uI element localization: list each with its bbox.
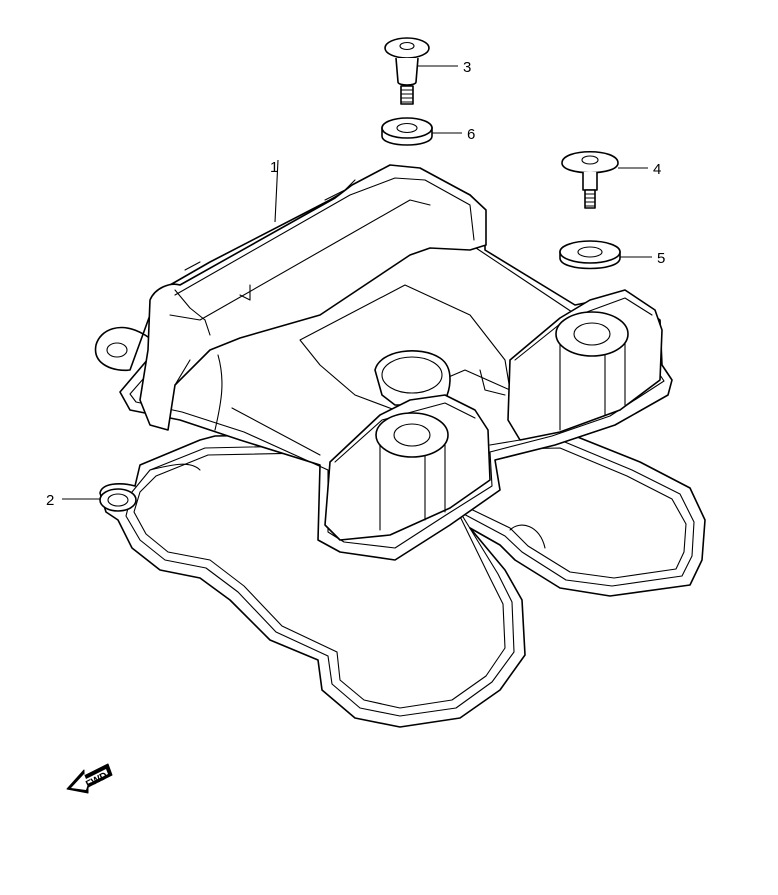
bolt-part-3 (384, 37, 430, 105)
leader-lines (62, 65, 652, 500)
washer-part-5 (559, 240, 621, 270)
callout-1: 1 (270, 159, 278, 176)
fwd-arrow-icon: FWD (66, 763, 113, 794)
callout-4: 4 (653, 161, 661, 178)
head-cover-part-1 (94, 164, 673, 561)
callout-2: 2 (46, 492, 54, 509)
callout-3: 3 (463, 59, 471, 76)
callout-5: 5 (657, 250, 665, 267)
grommet-part-6 (381, 117, 433, 146)
bolt-part-4 (561, 150, 619, 209)
callout-6: 6 (467, 126, 475, 143)
gasket-part-2 (99, 429, 706, 728)
fwd-label: FWD (84, 770, 109, 790)
leader-1 (274, 159, 279, 223)
